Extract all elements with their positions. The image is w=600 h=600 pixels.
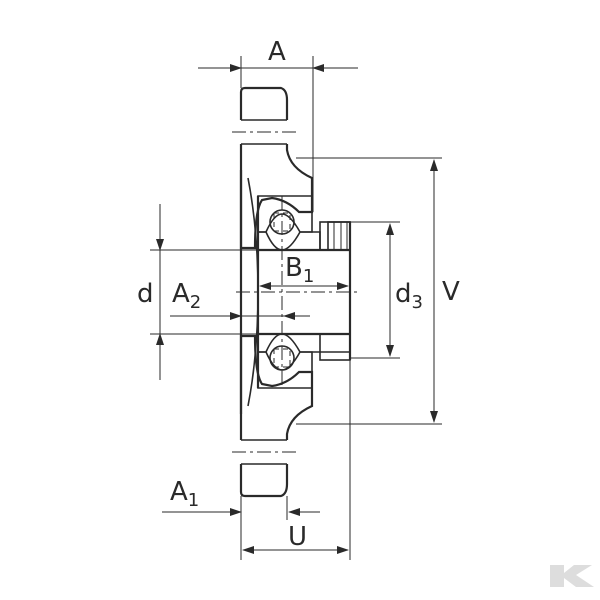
inner-ring-sleeve-lower [319, 333, 351, 361]
lower-inner-ring [257, 333, 351, 353]
label-B1: B1 [285, 253, 314, 287]
label-A2: A2 [172, 279, 201, 313]
kramp-logo-icon [550, 565, 594, 587]
label-d: d [137, 279, 154, 309]
label-V: V [442, 277, 460, 307]
label-A1: A1 [170, 477, 199, 511]
inner-ring-sleeve [319, 221, 351, 251]
upper-inner-ring [257, 231, 321, 251]
housing-flange [232, 86, 314, 498]
lower-flange-ear [239, 334, 314, 498]
upper-flange-ear [239, 86, 314, 250]
dimensions [150, 56, 442, 560]
label-U: U [288, 522, 307, 552]
label-A: A [268, 37, 286, 67]
label-d3: d3 [395, 279, 423, 313]
